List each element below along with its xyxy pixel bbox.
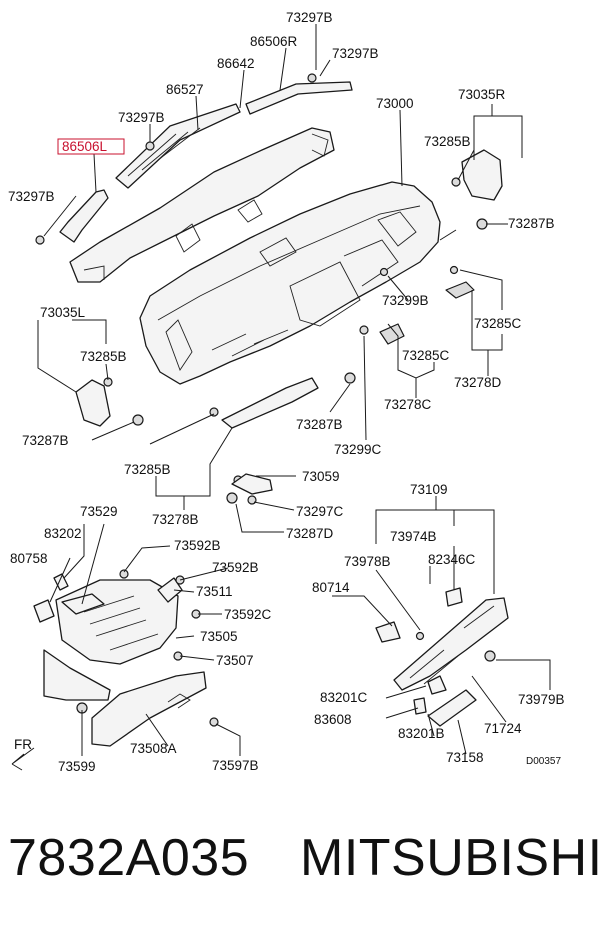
label-71724: 71724 bbox=[484, 721, 522, 736]
label-73109: 73109 bbox=[410, 482, 448, 497]
defroster-nozzle bbox=[115, 103, 241, 189]
label-80714: 80714 bbox=[312, 580, 350, 595]
label-73285b-r: 73285B bbox=[424, 134, 471, 149]
panel-73158 bbox=[427, 689, 477, 727]
main-duct bbox=[69, 127, 335, 283]
label-73297b-r: 73297B bbox=[332, 46, 379, 61]
label-73035r: 73035R bbox=[458, 87, 506, 102]
trim-clip-73278d bbox=[445, 281, 475, 299]
lid-73511 bbox=[157, 577, 183, 603]
label-73285b-l: 73285B bbox=[80, 349, 127, 364]
label-73597b: 73597B bbox=[212, 758, 259, 773]
lock-83202 bbox=[53, 573, 69, 591]
label-73979b: 73979B bbox=[518, 692, 565, 707]
label-73505: 73505 bbox=[200, 629, 238, 644]
label-73299c: 73299C bbox=[334, 442, 382, 457]
label-83201b: 83201B bbox=[398, 726, 445, 741]
switch-82346c bbox=[445, 587, 463, 607]
label-73059: 73059 bbox=[302, 469, 340, 484]
label-73297c: 73297C bbox=[296, 504, 344, 519]
label-86527: 86527 bbox=[166, 82, 204, 97]
label-80758: 80758 bbox=[10, 551, 48, 566]
air-duct-right bbox=[245, 81, 353, 115]
label-83202: 83202 bbox=[44, 526, 82, 541]
label-86642: 86642 bbox=[217, 56, 255, 71]
instrument-panel-body bbox=[139, 181, 441, 385]
air-duct-left bbox=[59, 189, 109, 243]
label-73285c-m: 73285C bbox=[402, 348, 450, 363]
instrument-panel-drawing bbox=[11, 73, 509, 771]
label-73000: 73000 bbox=[376, 96, 414, 111]
side-cover-right bbox=[461, 149, 503, 201]
label-73974b: 73974B bbox=[390, 529, 437, 544]
label-73035l: 73035L bbox=[40, 305, 86, 320]
label-73278c: 73278C bbox=[384, 397, 432, 412]
label-73285c-r: 73285C bbox=[474, 316, 522, 331]
leader-lines bbox=[37, 24, 551, 756]
highlight-box bbox=[57, 138, 125, 155]
glove-box-73508a bbox=[91, 671, 207, 747]
side-cover-left bbox=[75, 379, 111, 427]
switch-83201c bbox=[427, 675, 447, 695]
label-73297b-left: 73297B bbox=[8, 189, 55, 204]
label-73278d: 73278D bbox=[454, 375, 502, 390]
box-73529 bbox=[61, 593, 105, 615]
bracket-83608 bbox=[413, 697, 427, 715]
label-73507: 73507 bbox=[216, 653, 254, 668]
label-73978b: 73978B bbox=[344, 554, 391, 569]
bracket-73059 bbox=[231, 473, 273, 495]
connector-80714 bbox=[375, 621, 401, 643]
label-73592b-2: 73592B bbox=[212, 560, 259, 575]
label-73287b-l: 73287B bbox=[22, 433, 69, 448]
label-fr: FR bbox=[14, 737, 32, 752]
front-arrow-icon bbox=[11, 747, 35, 771]
drawing-number: D00357 bbox=[526, 756, 561, 767]
label-73297b-top: 73297B bbox=[286, 10, 333, 25]
label-82346c: 82346C bbox=[428, 552, 476, 567]
damper-80758 bbox=[33, 599, 55, 623]
label-73158: 73158 bbox=[446, 750, 484, 765]
label-73592c: 73592C bbox=[224, 607, 272, 622]
label-73287d: 73287D bbox=[286, 526, 334, 541]
label-73297b-mid: 73297B bbox=[118, 110, 165, 125]
label-73299b: 73299B bbox=[382, 293, 429, 308]
label-73508a: 73508A bbox=[130, 741, 177, 756]
label-73592b-1: 73592B bbox=[174, 538, 221, 553]
label-83201c: 83201C bbox=[320, 690, 368, 705]
label-73599: 73599 bbox=[58, 759, 96, 774]
label-83608: 83608 bbox=[314, 712, 352, 727]
label-73285b-c: 73285B bbox=[124, 462, 171, 477]
label-73529: 73529 bbox=[80, 504, 118, 519]
label-73278b: 73278B bbox=[152, 512, 199, 527]
label-86506r: 86506R bbox=[250, 34, 298, 49]
brand-name: MITSUBISHI bbox=[300, 829, 600, 887]
label-73287b-r: 73287B bbox=[508, 216, 555, 231]
part-number: 7832A035 bbox=[8, 829, 250, 887]
center-lower-cover bbox=[393, 597, 509, 691]
label-73511: 73511 bbox=[196, 584, 233, 599]
label-86506l: 86506L bbox=[62, 139, 108, 154]
parts-diagram: 73297B 86506R 73297B 86642 86527 73297B … bbox=[8, 10, 565, 774]
part-labels: 73297B 86506R 73297B 86642 86527 73297B … bbox=[8, 10, 565, 774]
trim-clip-73278c bbox=[379, 323, 405, 345]
lower-cover-73505 bbox=[43, 649, 111, 701]
label-73287b-c: 73287B bbox=[296, 417, 343, 432]
